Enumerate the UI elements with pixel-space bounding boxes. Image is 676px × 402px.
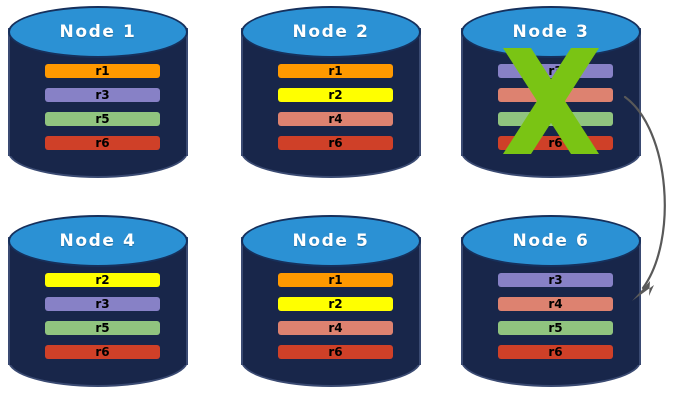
shard-item[interactable]: r6 bbox=[45, 345, 160, 359]
node-4[interactable]: Node 4 r2 r3 r5 r6 bbox=[0, 209, 196, 387]
node-label: Node 3 bbox=[512, 22, 590, 42]
shard-item[interactable]: r2 bbox=[278, 297, 393, 311]
shard-item[interactable]: r3 bbox=[45, 88, 160, 102]
shard-item[interactable]: r4 bbox=[278, 321, 393, 335]
shard-list: r1 r2 r4 r6 bbox=[241, 269, 421, 379]
shard-item[interactable]: r5 bbox=[498, 112, 613, 126]
cylinder-top: Node 2 bbox=[241, 6, 421, 58]
node-2[interactable]: Node 2 r1 r2 r4 r6 bbox=[233, 0, 429, 178]
node-5[interactable]: Node 5 r1 r2 r4 r6 bbox=[233, 209, 429, 387]
shard-item[interactable]: r2 bbox=[45, 273, 160, 287]
shard-item[interactable]: r3 bbox=[498, 64, 613, 78]
cylinder-top: Node 5 bbox=[241, 215, 421, 267]
shard-list: r1 r3 r5 r6 bbox=[8, 60, 188, 170]
cylinder-top: Node 1 bbox=[8, 6, 188, 58]
shard-item[interactable]: r5 bbox=[45, 321, 160, 335]
node-3[interactable]: Node 3 r3 r4 r5 r6 bbox=[453, 0, 649, 178]
shard-item[interactable]: r6 bbox=[278, 136, 393, 150]
shard-item[interactable]: r3 bbox=[498, 273, 613, 287]
shard-item[interactable]: r5 bbox=[498, 321, 613, 335]
cylinder-top: Node 6 bbox=[461, 215, 641, 267]
shard-item[interactable]: r6 bbox=[498, 345, 613, 359]
shard-item[interactable]: r1 bbox=[278, 64, 393, 78]
node-label: Node 2 bbox=[292, 22, 370, 42]
shard-item[interactable]: r5 bbox=[45, 112, 160, 126]
shard-list: r3 r4 r5 r6 bbox=[461, 269, 641, 379]
shard-item[interactable]: r2 bbox=[278, 88, 393, 102]
shard-list: r1 r2 r4 r6 bbox=[241, 60, 421, 170]
shard-item[interactable]: r4 bbox=[498, 88, 613, 102]
node-1[interactable]: Node 1 r1 r3 r5 r6 bbox=[0, 0, 196, 178]
node-label: Node 5 bbox=[292, 231, 370, 251]
node-label: Node 6 bbox=[512, 231, 590, 251]
shard-list: r3 r4 r5 r6 bbox=[461, 60, 641, 170]
shard-item[interactable]: r1 bbox=[278, 273, 393, 287]
shard-item[interactable]: r6 bbox=[278, 345, 393, 359]
node-label: Node 4 bbox=[59, 231, 137, 251]
shard-item[interactable]: r1 bbox=[45, 64, 160, 78]
node-label: Node 1 bbox=[59, 22, 137, 42]
shard-item[interactable]: r4 bbox=[278, 112, 393, 126]
cylinder-top: Node 3 bbox=[461, 6, 641, 58]
shard-list: r2 r3 r5 r6 bbox=[8, 269, 188, 379]
shard-item[interactable]: r6 bbox=[45, 136, 160, 150]
node-6[interactable]: Node 6 r3 r4 r5 r6 bbox=[453, 209, 649, 387]
shard-item[interactable]: r6 bbox=[498, 136, 613, 150]
shard-item[interactable]: r3 bbox=[45, 297, 160, 311]
shard-item[interactable]: r4 bbox=[498, 297, 613, 311]
cylinder-top: Node 4 bbox=[8, 215, 188, 267]
